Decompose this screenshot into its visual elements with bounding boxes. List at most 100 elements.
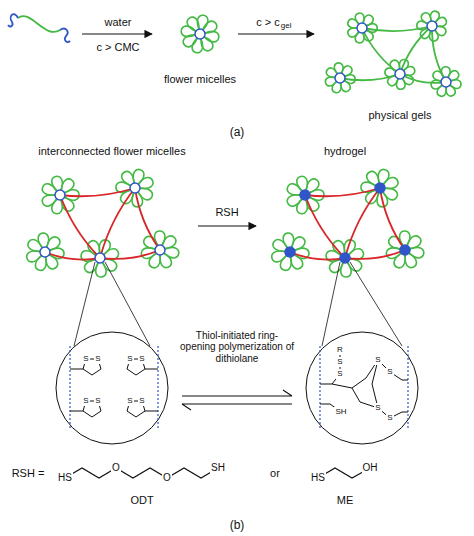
bridging-chain — [362, 28, 400, 74]
micelle-core — [55, 190, 65, 200]
molecule-skeleton — [65, 468, 218, 478]
micelle-core — [400, 245, 410, 255]
polymer-loop — [409, 247, 424, 258]
atom-label: SH — [210, 462, 226, 474]
atom-label: S — [386, 413, 393, 422]
polymer-loop — [383, 177, 397, 188]
atom-label: S — [138, 354, 145, 363]
condition-label: water — [104, 16, 133, 29]
atom-label: S — [82, 354, 89, 363]
zoom-circle — [56, 332, 168, 444]
bond-line — [70, 411, 83, 412]
atom-label: O — [162, 472, 172, 484]
micelle-core — [357, 23, 367, 33]
condition-subscript: gel — [280, 21, 293, 30]
polymer-loop — [197, 15, 208, 30]
bond-line — [70, 369, 83, 370]
micelle-core — [335, 73, 345, 83]
polymer-loop — [378, 169, 389, 184]
micelle-core — [155, 245, 165, 255]
bridging-chain — [400, 26, 432, 74]
zoom-circle — [306, 332, 418, 444]
bond-line — [320, 350, 340, 384]
bridging-chain — [432, 26, 446, 82]
polymer-loop — [272, 251, 287, 262]
panel-label: (b) — [229, 519, 246, 533]
bridging-chain — [100, 250, 160, 259]
zoom-line — [322, 262, 340, 346]
core-border — [407, 346, 408, 430]
reaction-caption: Thiol-initiated ring-opening polymerizat… — [178, 330, 296, 365]
stage-label: physical gels — [368, 109, 433, 122]
micelle-core — [375, 183, 385, 193]
atom-label: SH — [334, 407, 347, 416]
micelle-core — [40, 247, 50, 257]
polymer-loop — [52, 199, 63, 214]
hydrophobic-end — [8, 14, 18, 26]
atom-label: S — [336, 369, 343, 378]
bridging-chain — [60, 195, 100, 258]
zoom-line — [74, 262, 95, 346]
polymer-loop — [133, 169, 144, 184]
bridging-chain — [305, 195, 345, 258]
atom-label: OH — [362, 462, 379, 474]
micelle-core — [285, 247, 295, 257]
process-arrow — [82, 33, 152, 34]
process-arrow — [238, 33, 314, 34]
bridging-chain — [45, 252, 100, 260]
bridging-chain — [340, 74, 400, 80]
bridging-chain — [290, 252, 345, 260]
polymer-loop — [138, 177, 152, 188]
atom-label: S — [138, 396, 145, 405]
zoom-line — [105, 262, 150, 346]
core-border — [157, 346, 158, 430]
bond-line — [145, 411, 158, 412]
condition-label: c > CMC — [95, 41, 140, 54]
bridging-chain — [305, 188, 380, 196]
bridging-chain — [135, 188, 160, 250]
process-arrow — [198, 225, 256, 226]
atom-label: S — [374, 355, 381, 364]
polymer-loop — [27, 251, 42, 262]
atom-label: S — [94, 396, 101, 405]
polymer-loop — [35, 256, 46, 271]
micelle-core — [395, 69, 405, 79]
atom-label: O — [111, 462, 121, 474]
equilibrium-arrow — [182, 390, 292, 396]
micelle-core — [340, 253, 350, 263]
atom-label: S — [126, 396, 133, 405]
reagent-label: RSH — [214, 206, 239, 219]
polymer-loop — [192, 38, 203, 53]
stage-label: flower micelles — [163, 73, 237, 86]
bond-line — [372, 360, 408, 418]
atom-label: S — [126, 354, 133, 363]
atom-label: S — [336, 357, 343, 366]
micelle-core — [300, 190, 310, 200]
compound-name: ODT — [129, 494, 154, 507]
zoom-line — [350, 262, 402, 346]
micelle-core — [195, 29, 205, 39]
conjunction-label: or — [269, 467, 281, 480]
micelle-core — [130, 183, 140, 193]
atom-label: R — [336, 345, 344, 354]
bridging-chain — [345, 250, 405, 259]
bridging-chain — [100, 188, 135, 258]
atom-label: S — [374, 403, 381, 412]
bridging-chain — [380, 188, 405, 250]
atom-label: S — [82, 396, 89, 405]
bridging-chain — [362, 26, 432, 31]
bridging-chain — [400, 74, 446, 83]
core-border — [69, 346, 70, 430]
stage-label: hydrogel — [323, 145, 367, 158]
reagent-label: RSH = — [11, 467, 46, 480]
polymer-loop — [181, 26, 196, 37]
bridging-chain — [345, 188, 380, 258]
bridging-chain — [60, 188, 135, 196]
atom-label: HS — [57, 472, 73, 484]
polymer-loop — [164, 247, 179, 258]
atom-label: HS — [310, 472, 326, 484]
equilibrium-arrow — [182, 404, 292, 410]
hydrophobic-end — [60, 29, 70, 42]
atom-label: S — [94, 354, 101, 363]
